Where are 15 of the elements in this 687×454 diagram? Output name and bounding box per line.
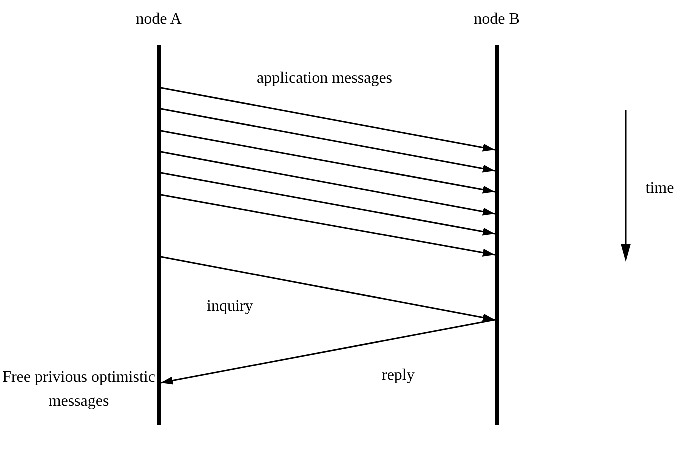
arrow — [160, 151, 496, 216]
arrow — [160, 256, 496, 322]
lifeline-heading: node B — [473, 11, 521, 29]
axis-label: time — [644, 179, 676, 199]
arrow — [160, 108, 496, 173]
note-text: Free privious optimistic messages — [2, 368, 156, 412]
arrow — [160, 319, 496, 385]
edge-label: reply — [380, 367, 417, 385]
arrow — [160, 194, 496, 257]
lifeline-heading: node A — [135, 11, 183, 29]
arrow — [160, 130, 496, 194]
edge-label: inquiry — [205, 298, 256, 316]
arrow — [160, 172, 496, 236]
arrow — [160, 87, 496, 152]
edge-label: application messages — [255, 70, 395, 88]
